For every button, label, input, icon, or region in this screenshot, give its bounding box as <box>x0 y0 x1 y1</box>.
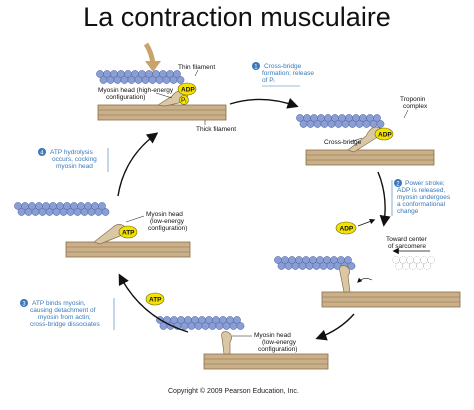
myosin-low-b-label-3: configuration) <box>258 346 297 353</box>
thin-filament-top <box>96 70 185 84</box>
step-2-line-2: ADP is released, <box>397 187 445 194</box>
actin-bead <box>98 202 106 210</box>
step-3-line-1: ATP binds myosin, <box>32 300 86 307</box>
thin-filament-bottom-right <box>274 256 356 270</box>
actin-bead <box>344 256 352 264</box>
step-4-number: 4 <box>40 151 44 157</box>
atp-label-left: ATP <box>122 230 135 237</box>
atp-molecule-left <box>118 225 138 239</box>
toward-center-label-2: of sarcomere <box>388 243 426 250</box>
thick-filament-bottom-right <box>321 291 461 308</box>
thick-filament-bottom-center <box>203 353 329 370</box>
step-2-callout: 2 Power stroke; ADP is released, myosin … <box>391 179 451 216</box>
released-adp-label: ADP <box>340 226 354 233</box>
myosin-high-label-2: configuration) <box>106 94 145 101</box>
actin-bead <box>176 76 185 84</box>
power-stroke-arrow <box>357 277 373 283</box>
step-4-line-1: ATP hydrolysis <box>50 149 93 156</box>
step-4-line-2: occurs, cocking <box>52 156 97 163</box>
pi-label-top: Pᵢ <box>181 97 186 104</box>
step-2-line-4: a conformational <box>397 201 446 208</box>
myosin-head-bottom-right <box>339 265 351 293</box>
step-1-callout: 1 Cross-bridge formation; release of Pᵢ <box>252 62 314 87</box>
myosin-low-label-3: configuration) <box>148 225 187 232</box>
actin-bead <box>373 114 381 122</box>
troponin-label-2: complex <box>403 103 428 110</box>
copyright-text: Copyright © 2009 Pearson Education, Inc. <box>168 387 299 395</box>
cycle-arrow-5 <box>117 132 159 197</box>
actin-bead <box>236 322 245 330</box>
step-1-line-1: Cross-bridge <box>264 63 302 70</box>
free-atp-label: ATP <box>149 297 162 304</box>
step-2-line-5: change <box>397 208 419 215</box>
step-3-line-3: myosin from actin; <box>38 314 91 321</box>
thin-filament-label: Thin filament <box>178 64 215 71</box>
step-4-line-3: myosin head <box>56 163 93 170</box>
stage-bottom-center: Myosin head (low-energy configuration) <box>156 316 329 370</box>
myosin-low-b-label-1: Myosin head <box>254 332 291 339</box>
stage-left: ATP Myosin head (low-energy configuratio… <box>14 202 191 258</box>
pointer-arrow-head <box>145 61 161 72</box>
step-2-line-3: myosin undergoes <box>397 194 451 201</box>
thick-filament-label: Thick filament <box>196 126 236 133</box>
toward-center-label-1: Toward center <box>386 236 428 243</box>
step-1-number: 1 <box>254 65 258 71</box>
actin-bead <box>101 208 110 216</box>
stage-top-left: ADP Pᵢ Thin filament Myosin head (high-e… <box>96 64 236 133</box>
free-atp-molecule <box>145 292 165 306</box>
troponin-label-1: Troponin <box>400 96 426 103</box>
adp-molecule-right <box>374 127 394 141</box>
thick-filament-right <box>305 149 435 166</box>
actin-bead <box>376 120 385 128</box>
thin-filament-left <box>14 202 110 216</box>
cycle-arrow-3 <box>315 313 355 341</box>
step-3-line-2: causing detachment of <box>30 307 96 314</box>
stage-top-right: ADP Troponin complex Cross-bridge <box>296 96 435 166</box>
step-4-callout: 4 ATP hydrolysis occurs, cocking myosin … <box>38 148 109 172</box>
step-2-line-1: Power stroke; <box>405 180 445 187</box>
step-1-line-3: of Pᵢ <box>262 77 275 84</box>
thin-filament-bottom-center <box>156 316 245 330</box>
adp-label-top: ADP <box>181 87 195 94</box>
cycle-arrow-1 <box>229 97 299 109</box>
myosin-low-label-2: (low-energy <box>150 218 185 225</box>
step-3-number: 3 <box>22 302 26 308</box>
myosin-head-bottom-center <box>221 331 232 355</box>
step-1-line-2: formation; release <box>262 70 314 77</box>
step-3-callout: 3 ATP binds myosin, causing detachment o… <box>20 298 115 330</box>
thick-filament-top <box>97 104 227 121</box>
page-title: La contraction musculaire <box>83 2 391 32</box>
pi-molecule-top <box>179 95 189 105</box>
actin-bead <box>347 262 356 270</box>
cross-bridge-label: Cross-bridge <box>324 139 362 146</box>
myosin-low-label-1: Myosin head <box>146 211 183 218</box>
myosin-low-b-label-2: (low-energy <box>262 339 297 346</box>
adp-label-right: ADP <box>378 132 392 139</box>
step-3-line-4: cross-bridge dissociates <box>30 321 100 328</box>
stage-bottom-right: Toward center of sarcomere <box>274 236 461 308</box>
myosin-high-label-1: Myosin head (high-energy <box>98 87 174 94</box>
actin-bead <box>173 70 181 78</box>
released-adp-molecule <box>335 221 357 235</box>
cycle-arrow-2 <box>377 171 391 227</box>
cycle-arrow-4 <box>118 273 189 333</box>
actin-bead <box>233 316 241 324</box>
thin-filament-right <box>296 114 385 128</box>
thick-filament-left <box>65 241 191 258</box>
thin-filament-ghost <box>392 256 435 270</box>
step-2-number: 2 <box>396 182 400 188</box>
adp-molecule-top <box>177 82 197 96</box>
